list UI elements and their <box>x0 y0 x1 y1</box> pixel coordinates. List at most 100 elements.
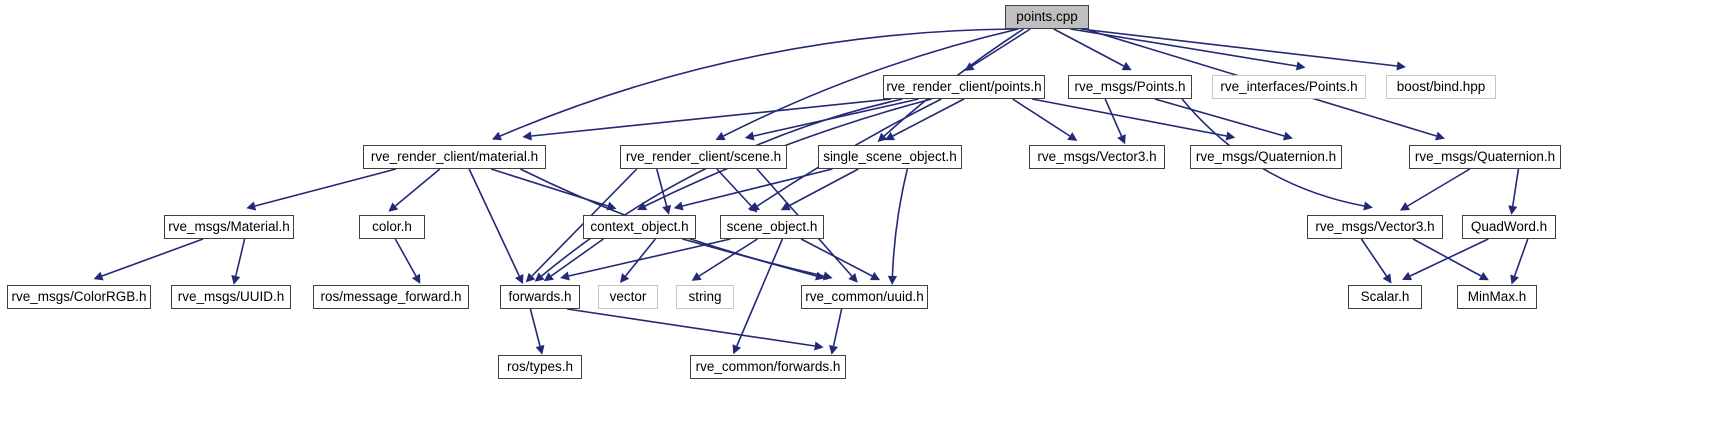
graph-node-label: color.h <box>372 219 412 235</box>
graph-node-label: rve_render_client/scene.h <box>625 149 782 165</box>
graph-edge <box>698 238 758 277</box>
graph-node-label: vector <box>609 289 647 305</box>
graph-node[interactable]: rve_render_client/material.h <box>363 145 546 169</box>
graph-edge <box>1412 238 1482 277</box>
graph-edge <box>499 28 1016 137</box>
graph-edge <box>736 238 784 347</box>
graph-node-label: QuadWord.h <box>1470 219 1548 235</box>
graph-node[interactable]: rve_msgs/Vector3.h <box>1029 145 1165 169</box>
graph-edge-arrowhead <box>1478 271 1489 281</box>
graph-node-label: rve_common/uuid.h <box>805 289 924 305</box>
graph-edge-arrowhead <box>744 131 755 141</box>
graph-edge <box>254 168 397 207</box>
graph-node-label: boost/bind.hpp <box>1396 79 1486 95</box>
graph-node-label: single_scene_object.h <box>823 149 957 165</box>
graph-edge-arrowhead <box>715 131 726 141</box>
graph-node-label: scene_object.h <box>726 219 818 235</box>
graph-node[interactable]: rve_msgs/ColorRGB.h <box>7 285 151 309</box>
graph-edge <box>529 308 541 347</box>
graph-node[interactable]: rve_msgs/Points.h <box>1068 75 1192 99</box>
graph-edge <box>531 98 892 137</box>
graph-edge-arrowhead <box>1382 273 1392 284</box>
graph-node-label: ros/message_forward.h <box>320 289 462 305</box>
graph-edge-arrowhead <box>1435 131 1445 141</box>
graph-node-label: rve_common/forwards.h <box>695 359 841 375</box>
graph-node[interactable]: forwards.h <box>500 285 580 309</box>
graph-node[interactable]: rve_common/uuid.h <box>801 285 928 309</box>
graph-node[interactable]: rve_render_client/scene.h <box>620 145 787 169</box>
graph-node[interactable]: ros/types.h <box>498 355 582 379</box>
graph-edge <box>1012 98 1071 137</box>
graph-edge-arrowhead <box>619 273 630 284</box>
graph-node[interactable]: ros/message_forward.h <box>313 285 469 309</box>
graph-edge-arrowhead <box>535 344 545 355</box>
graph-edge-arrowhead <box>691 272 702 281</box>
graph-node[interactable]: boost/bind.hpp <box>1386 75 1496 99</box>
graph-edge <box>1513 238 1529 277</box>
graph-node-label: points.cpp <box>1016 9 1078 25</box>
graph-node[interactable]: rve_common/forwards.h <box>690 355 846 379</box>
graph-edge-arrowhead <box>1282 131 1293 141</box>
graph-edge <box>1104 98 1123 137</box>
graph-edge <box>468 168 520 277</box>
graph-node-label: rve_msgs/Points.h <box>1074 79 1186 95</box>
graph-node[interactable]: single_scene_object.h <box>818 145 962 169</box>
graph-node[interactable]: vector <box>598 285 658 309</box>
graph-edge-arrowhead <box>815 271 825 281</box>
graph-node[interactable]: rve_msgs/UUID.h <box>171 285 291 309</box>
graph-node[interactable]: MinMax.h <box>1457 285 1537 309</box>
graph-node[interactable]: rve_msgs/Vector3.h <box>1307 215 1443 239</box>
graph-node[interactable]: scene_object.h <box>720 215 824 239</box>
graph-node[interactable]: rve_msgs/Quaternion.h <box>1190 145 1342 169</box>
graph-node[interactable]: string <box>676 285 734 309</box>
graph-edge-arrowhead <box>411 273 421 284</box>
graph-edge <box>1080 28 1398 67</box>
graph-edge <box>1154 98 1285 137</box>
graph-edge <box>1409 238 1489 277</box>
graph-node[interactable]: rve_render_client/points.h <box>883 75 1045 99</box>
graph-edge <box>1070 28 1297 67</box>
graph-node-label: rve_render_client/material.h <box>370 149 539 165</box>
graph-edge-arrowhead <box>732 344 742 355</box>
graph-node[interactable]: rve_msgs/Material.h <box>164 215 294 239</box>
graph-edge-arrowhead <box>1508 205 1518 215</box>
graph-edge-arrowhead <box>848 272 858 283</box>
graph-edge-arrowhead <box>662 204 672 215</box>
graph-node[interactable]: QuadWord.h <box>1462 215 1556 239</box>
graph-edge <box>1511 168 1520 207</box>
graph-node-label: rve_msgs/Quaternion.h <box>1414 149 1556 165</box>
graph-edge-arrowhead <box>673 201 684 211</box>
graph-edge <box>892 98 965 137</box>
graph-edge <box>753 98 919 137</box>
graph-edge-arrowhead <box>1117 134 1126 145</box>
graph-edge <box>624 238 656 277</box>
graph-edge <box>800 238 873 277</box>
graph-edge-arrowhead <box>869 271 881 281</box>
graph-node-label: rve_msgs/Vector3.h <box>1315 219 1435 235</box>
graph-edge <box>568 238 731 277</box>
graph-edge <box>394 168 441 207</box>
graph-edge <box>723 28 1019 137</box>
graph-node[interactable]: rve_interfaces/Points.h <box>1212 75 1366 99</box>
graph-node[interactable]: Scalar.h <box>1348 285 1422 309</box>
graph-edge-arrowhead <box>1402 271 1413 281</box>
graph-node[interactable]: points.cpp <box>1005 5 1089 29</box>
graph-node[interactable]: color.h <box>359 215 425 239</box>
graph-node[interactable]: context_object.h <box>583 215 696 239</box>
graph-node-label: ros/types.h <box>506 359 574 375</box>
graph-node-label: rve_msgs/Material.h <box>168 219 290 235</box>
graph-edge-arrowhead <box>534 272 545 282</box>
graph-node[interactable]: rve_msgs/Quaternion.h <box>1409 145 1561 169</box>
graph-edge <box>101 238 204 277</box>
graph-node-label: Scalar.h <box>1360 289 1410 305</box>
graph-edge-arrowhead <box>1121 61 1132 71</box>
graph-edge-arrowhead <box>515 274 524 285</box>
graph-edge-arrowhead <box>1295 61 1306 71</box>
graph-edge <box>567 308 815 347</box>
graph-edge <box>1360 238 1388 277</box>
graph-edge <box>832 308 843 347</box>
graph-edge-arrowhead <box>814 341 824 351</box>
graph-edge <box>716 168 752 207</box>
graph-node-label: forwards.h <box>508 289 572 305</box>
graph-node-label: context_object.h <box>590 219 689 235</box>
